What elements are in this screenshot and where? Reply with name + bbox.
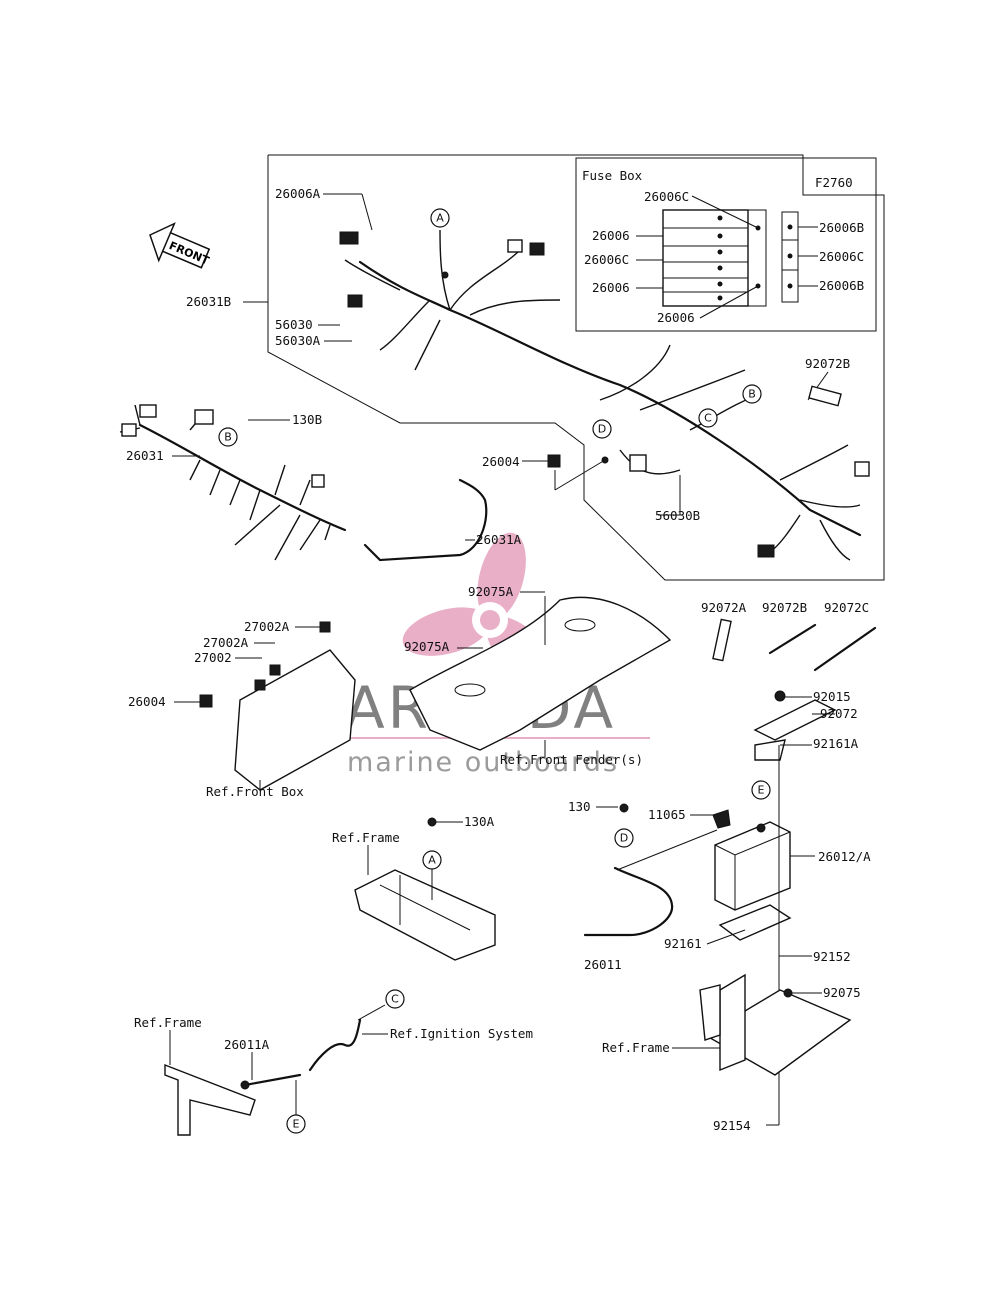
label-26004-top: 26004 — [482, 454, 520, 469]
cable-26011A — [243, 1018, 362, 1087]
main-harness-26031B — [339, 229, 870, 561]
label-11065: 11065 — [648, 807, 686, 822]
label-92161A: 92161A — [813, 736, 859, 751]
label-130A: 130A — [464, 814, 495, 829]
label-27002A-b: 27002A — [203, 635, 249, 650]
label-26012A: 26012/A — [818, 849, 871, 864]
front-fender-ref — [409, 596, 672, 751]
label-26006B-a: 26006B — [819, 220, 864, 235]
label-92072C: 92072C — [824, 600, 869, 615]
label-92152: 92152 — [813, 949, 851, 964]
svg-text:B: B — [748, 388, 756, 401]
label-92072A: 92072A — [701, 600, 747, 615]
label-26004-left: 26004 — [128, 694, 166, 709]
tag-B-left: B — [218, 427, 238, 447]
tag-D-cable: D — [614, 828, 634, 848]
harness-group-outline — [267, 154, 885, 581]
label-92154: 92154 — [713, 1118, 751, 1133]
svg-text:B: B — [224, 431, 232, 444]
label-92072: 92072 — [820, 706, 858, 721]
fuse-box-inset: Fuse Box — [575, 157, 877, 332]
fuse-box-title: Fuse Box — [582, 168, 643, 183]
label-92015: 92015 — [813, 689, 851, 704]
frame-ref-left — [164, 1063, 256, 1136]
label-56030B: 56030B — [655, 508, 700, 523]
label-26006C-top: 26006C — [644, 189, 689, 204]
tag-A-frame: A — [422, 850, 442, 870]
label-92161: 92161 — [664, 936, 702, 951]
svg-text:C: C — [704, 412, 712, 425]
tag-D-top: D — [592, 419, 612, 439]
front-box-ref — [199, 621, 356, 791]
label-26006-d: 26006 — [657, 310, 695, 325]
watermark-tagline: marine outboards — [347, 747, 619, 778]
bolt-130 — [619, 803, 629, 813]
ref-front-fender: Ref.Front Fender(s) — [500, 752, 643, 767]
svg-text:C: C — [391, 993, 399, 1006]
svg-text:E: E — [758, 784, 765, 797]
label-92075A-b: 92075A — [404, 639, 450, 654]
label-27002: 27002 — [194, 650, 232, 665]
ref-front-box: Ref.Front Box — [206, 784, 304, 799]
connector-tags: A B C D B E D A C E — [218, 208, 771, 1134]
relay-26004 — [547, 454, 561, 468]
tag-B-right: B — [742, 384, 762, 404]
cable-26011 — [583, 866, 674, 937]
svg-text:E: E — [293, 1118, 300, 1131]
tag-A-top: A — [430, 208, 450, 228]
label-26011: 26011 — [584, 957, 622, 972]
clamp-set — [712, 618, 877, 672]
label-26006-a: 26006 — [592, 228, 630, 243]
label-26031: 26031 — [126, 448, 164, 463]
battery-tray-ref — [699, 973, 852, 1076]
ref-frame-middle: Ref.Frame — [332, 830, 400, 845]
frame-ref-middle — [354, 817, 496, 961]
ref-frame-left: Ref.Frame — [134, 1015, 202, 1030]
ref-ignition-system: Ref.Ignition System — [390, 1026, 533, 1041]
label-26006C-r: 26006C — [819, 249, 864, 264]
battery-hold-parts — [753, 690, 837, 761]
label-92072B-top: 92072B — [805, 356, 850, 371]
label-27002A-a: 27002A — [244, 619, 290, 634]
label-130B: 130B — [292, 412, 322, 427]
svg-text:D: D — [598, 423, 606, 436]
label-26006B-b: 26006B — [819, 278, 864, 293]
label-26006C-b: 26006C — [584, 252, 629, 267]
clamp-92072B — [808, 385, 842, 407]
label-26031A: 26031A — [476, 532, 522, 547]
label-26011A: 26011A — [224, 1037, 270, 1052]
label-26031B: 26031B — [186, 294, 231, 309]
sub-harness-26031A — [363, 478, 488, 562]
svg-text:A: A — [436, 212, 444, 225]
label-56030: 56030 — [275, 317, 313, 332]
label-92075A-a: 92075A — [468, 584, 514, 599]
label-130: 130 — [568, 799, 591, 814]
svg-text:A: A — [428, 854, 436, 867]
label-92075: 92075 — [823, 985, 861, 1000]
battery-26012 — [712, 809, 792, 941]
tag-E-frame: E — [286, 1114, 306, 1134]
ref-frame-tray: Ref.Frame — [602, 1040, 670, 1055]
tag-C-ignition: C — [385, 989, 405, 1009]
tag-E-battery: E — [751, 780, 771, 800]
diagram-code: F2760 — [815, 175, 853, 190]
svg-text:D: D — [620, 832, 628, 845]
sub-harness-26031 — [119, 404, 347, 561]
label-56030A: 56030A — [275, 333, 321, 348]
label-26006-c: 26006 — [592, 280, 630, 295]
label-92072B-mid: 92072B — [762, 600, 807, 615]
front-direction-arrow: FRONT — [149, 222, 211, 269]
tag-C-right: C — [698, 408, 718, 428]
label-26006A: 26006A — [275, 186, 321, 201]
